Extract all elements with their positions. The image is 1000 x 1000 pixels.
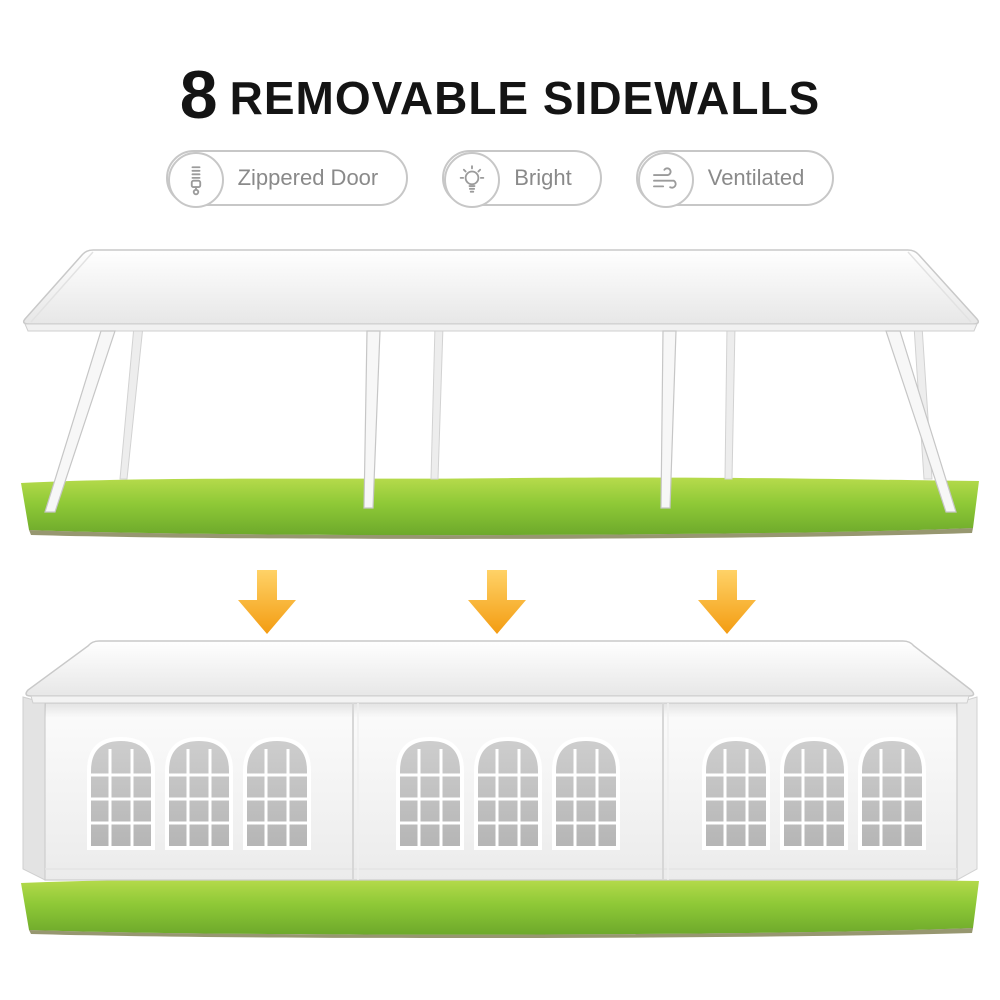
title-number: 8 — [179, 57, 218, 133]
grass-patch — [21, 878, 979, 939]
sidewall-right-end — [956, 696, 978, 881]
feature-badge-row: Zippered Door Bright Ventilated — [0, 150, 1000, 208]
arched-window-panel — [87, 736, 311, 850]
feature-badge-label: Zippered Door — [237, 165, 379, 190]
arched-window-panel — [396, 736, 620, 850]
tent-front-legs — [44, 330, 957, 513]
zipper-icon — [167, 152, 224, 208]
down-arrow — [468, 570, 526, 634]
feature-badge-label: Ventilated — [707, 165, 805, 190]
sidewall-left-end — [22, 696, 46, 881]
arched-window-panel — [702, 736, 926, 850]
down-arrow — [238, 570, 296, 634]
feature-badge-ventilated: Ventilated — [635, 150, 835, 208]
feature-badge-label: Bright — [514, 165, 572, 190]
grass-patch — [21, 477, 979, 539]
lightbulb-icon — [444, 152, 501, 208]
feature-badge-bright: Bright — [442, 150, 602, 208]
wind-icon — [637, 152, 694, 208]
tent-rear-legs — [119, 325, 933, 480]
title-text: REMOVABLE SIDEWALLS — [229, 72, 821, 124]
feature-badge-zippered-door: Zippered Door — [165, 150, 409, 208]
canopy-roof — [22, 249, 980, 332]
tent-with-sidewalls-illustration — [21, 640, 979, 939]
canopy-roof — [25, 640, 975, 704]
sidewall-zipper-seams — [352, 703, 669, 880]
tent-frame-illustration — [21, 249, 980, 539]
down-arrow — [698, 570, 756, 634]
